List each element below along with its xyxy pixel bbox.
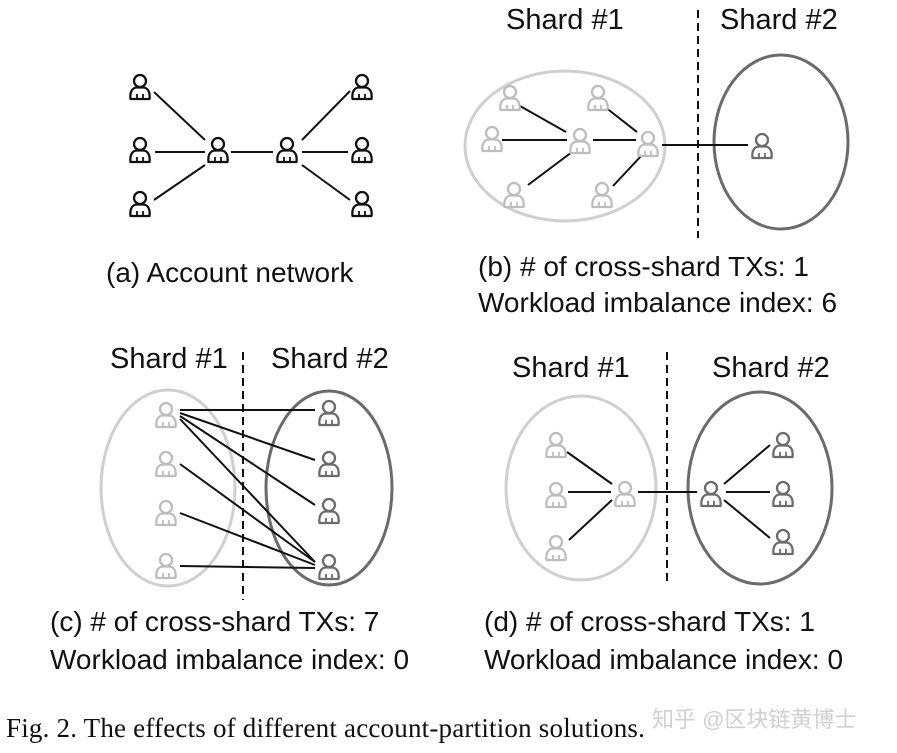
watermark: 知乎 @区块链黄博士 <box>652 707 857 732</box>
user-icon <box>591 181 613 209</box>
user-icon <box>569 127 591 155</box>
user-icon <box>351 190 373 218</box>
panel-c-caption-line2: Workload imbalance index: 0 <box>50 644 410 675</box>
user-icon <box>318 497 340 525</box>
panel-b-shard-1-title: Shard #1 <box>506 4 624 36</box>
user-icon <box>614 480 636 508</box>
user-icon <box>318 399 340 427</box>
user-icon <box>545 534 567 562</box>
user-icon <box>545 481 567 509</box>
user-icon <box>772 480 794 508</box>
figure-caption: Fig. 2. The effects of different account… <box>6 713 646 743</box>
user-icon <box>545 431 567 459</box>
user-icon <box>318 450 340 478</box>
panel-d-shard-1-title: Shard #1 <box>512 352 630 384</box>
panel-d-edges <box>566 444 771 541</box>
user-icon <box>129 136 151 164</box>
panel-b-caption-line2: Workload imbalance index: 6 <box>478 287 838 318</box>
panel-c-shard-1-title: Shard #1 <box>110 343 228 375</box>
user-icon <box>155 450 177 478</box>
user-icon <box>481 125 503 153</box>
user-icon <box>129 190 151 218</box>
user-icon <box>700 480 722 508</box>
user-icon <box>155 499 177 527</box>
user-icon <box>637 130 659 158</box>
panel-d-caption-line1: (d) # of cross-shard TXs: 1 <box>484 606 815 637</box>
panel-b-shard-2-title: Shard #2 <box>720 4 838 36</box>
user-icon <box>155 552 177 580</box>
user-icon <box>772 528 794 556</box>
shard-1-ellipse <box>504 394 658 582</box>
user-icon <box>318 553 340 581</box>
panel-c-shard-2-title: Shard #2 <box>271 343 389 375</box>
user-icon <box>351 136 373 164</box>
user-icon <box>155 401 177 429</box>
panel-a-account-network <box>153 90 351 201</box>
panel-c-caption-line1: (c) # of cross-shard TXs: 7 <box>50 606 380 637</box>
user-icon <box>751 132 773 160</box>
user-icon <box>587 84 609 112</box>
panel-b-caption-line1: (b) # of cross-shard TXs: 1 <box>478 251 809 282</box>
shard-2-ellipse <box>686 390 834 586</box>
user-icon <box>772 431 794 459</box>
panel-d-caption-line2: Workload imbalance index: 0 <box>484 644 844 675</box>
panel-d-shard-2-title: Shard #2 <box>712 352 830 384</box>
user-icon <box>129 73 151 101</box>
panel-b-edges <box>502 105 748 187</box>
user-icon <box>276 136 298 164</box>
shard-1-ellipse <box>99 388 237 588</box>
panel-a-caption: (a) Account network <box>106 257 354 288</box>
shard-2-ellipse <box>712 53 850 231</box>
user-icon <box>207 136 229 164</box>
user-icon <box>503 181 525 209</box>
panel-c-edges <box>179 409 316 569</box>
shard-2-ellipse <box>264 389 394 587</box>
user-icon <box>351 73 373 101</box>
user-icon <box>499 84 521 112</box>
